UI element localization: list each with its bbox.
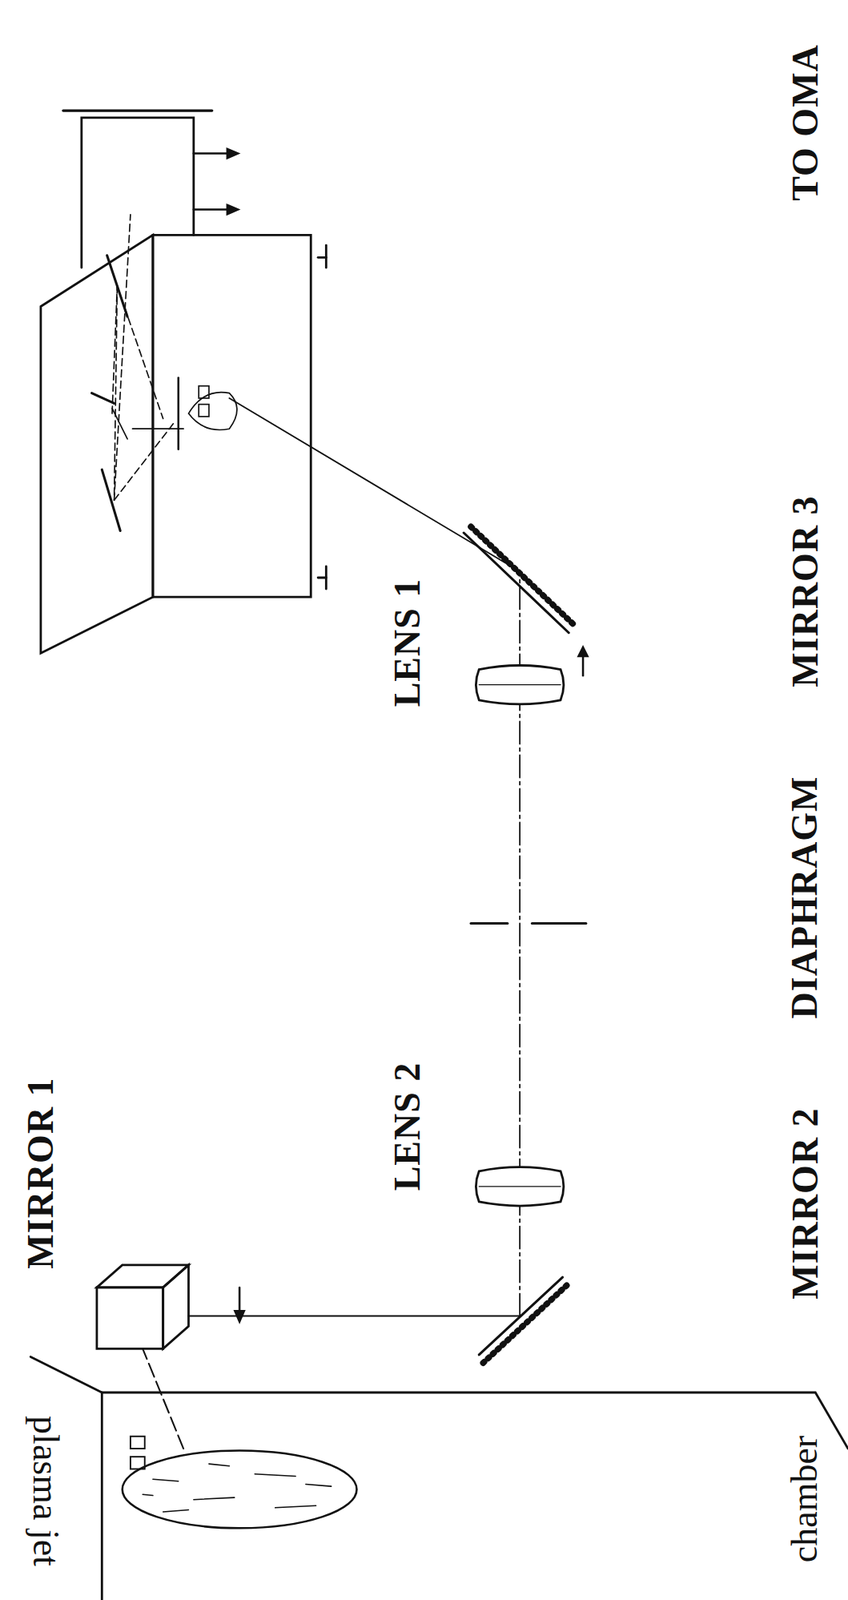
spectrometer-internals [92,214,238,531]
probe-block [130,1435,145,1448]
part-label: TO OMA [787,44,824,201]
part-label: chamber [787,1434,824,1562]
spectrometer-housing [40,234,153,653]
lens-line [478,683,561,685]
lens-2-symbol [475,1166,563,1206]
arrowhead [233,1309,246,1324]
chamber-outline [101,1391,848,1599]
lens-line [478,1185,561,1186]
plasma-jet-shape [122,1450,358,1528]
part-label: plasma jet [27,1414,65,1566]
chamber-edge [30,1355,102,1392]
arrowhead [576,644,589,657]
part-label: LENS 1 [389,578,427,708]
output-tube-end [63,108,213,112]
probe-block [130,1455,145,1468]
plasma-jet-texture [142,1462,331,1512]
diaphragm-symbol [470,921,508,925]
part-label: MIRROR 3 [787,495,824,688]
part-label: LENS 2 [389,1061,427,1191]
light-path [142,1347,184,1448]
diaphragm-symbol [531,921,586,925]
mirror-hatching [470,526,576,627]
part-label: MIRROR 2 [787,1106,824,1299]
mirror-hatching [482,1284,567,1363]
mirror-2-symbol [478,1276,563,1355]
output-tube [81,117,194,268]
lens-1-symbol [475,664,563,704]
part-label: MIRROR 1 [22,1076,60,1268]
mirror-1-box [163,1264,189,1348]
light-path [229,397,515,569]
spectrometer-foot [317,256,326,259]
part-label: DIAPHRAGM [787,775,824,1019]
light-path [188,1314,520,1317]
spectrometer-foot [317,576,326,579]
arrowhead [226,203,242,216]
spectrometer-housing [152,234,311,597]
arrowhead [226,147,242,160]
mirror-1-box [96,1286,164,1348]
